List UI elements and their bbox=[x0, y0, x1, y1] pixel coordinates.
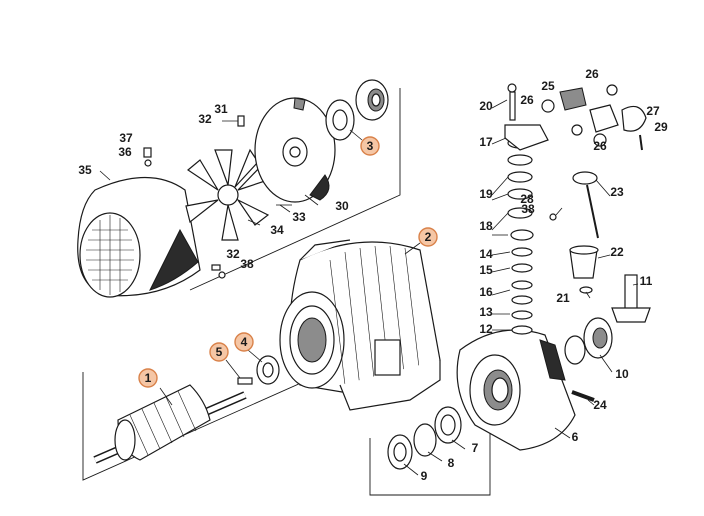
callout-label-27: 27 bbox=[646, 104, 660, 118]
callout-label-36: 36 bbox=[118, 145, 132, 159]
callout-label-22: 22 bbox=[610, 245, 624, 259]
callout-label-38: 38 bbox=[240, 257, 254, 271]
seal-10 bbox=[564, 317, 613, 365]
callout-label-30: 30 bbox=[335, 199, 349, 213]
callout-label-33: 33 bbox=[292, 210, 306, 224]
rotor bbox=[93, 384, 247, 464]
callout-label-28: 28 bbox=[520, 192, 534, 206]
callout-label-21: 21 bbox=[556, 291, 570, 305]
callout-label-11: 11 bbox=[640, 274, 653, 288]
callout-label-20: 20 bbox=[479, 99, 493, 113]
callout-label-5: 5 bbox=[216, 345, 223, 359]
stator-housing bbox=[279, 239, 441, 411]
callout-label-7: 7 bbox=[472, 441, 479, 455]
bearing-set-7-8-9 bbox=[387, 406, 462, 470]
callout-label-4: 4 bbox=[241, 335, 248, 349]
fan-impeller bbox=[185, 148, 270, 241]
callout-label-17: 17 bbox=[479, 135, 493, 149]
callout-label-34: 34 bbox=[270, 223, 284, 237]
callout-label-2: 2 bbox=[425, 230, 432, 244]
fan-cover bbox=[77, 176, 201, 298]
leader-lines bbox=[99, 99, 639, 476]
callout-label-32: 32 bbox=[226, 247, 240, 261]
callout-label-32: 32 bbox=[198, 112, 212, 126]
callout-highlight-1 bbox=[138, 368, 158, 388]
callout-label-8: 8 bbox=[448, 456, 455, 470]
callout-label-29: 29 bbox=[654, 120, 668, 134]
callout-label-12: 12 bbox=[479, 322, 493, 336]
screw-24 bbox=[571, 390, 595, 402]
callout-label-24: 24 bbox=[593, 398, 607, 412]
callout-label-14: 14 bbox=[479, 247, 493, 261]
callout-label-37: 37 bbox=[119, 131, 133, 145]
callout-labels: 1234567891011121314151617181920212223242… bbox=[78, 67, 668, 483]
callout-label-9: 9 bbox=[421, 469, 428, 483]
cup-22 bbox=[569, 245, 599, 294]
callout-label-26: 26 bbox=[520, 93, 534, 107]
callout-label-16: 16 bbox=[479, 285, 493, 299]
end-shield bbox=[254, 97, 336, 203]
callout-label-23: 23 bbox=[610, 185, 624, 199]
fitting-25-30 bbox=[541, 84, 647, 151]
pump-housing bbox=[456, 329, 576, 451]
callout-highlight-4 bbox=[234, 332, 254, 352]
callout-label-31: 31 bbox=[214, 102, 228, 116]
callout-highlight-5 bbox=[209, 342, 229, 362]
callout-label-15: 15 bbox=[479, 263, 493, 277]
callout-label-18: 18 bbox=[479, 219, 493, 233]
callout-label-19: 19 bbox=[479, 187, 493, 201]
dipstick-23 bbox=[572, 171, 599, 239]
callout-label-25: 25 bbox=[541, 79, 555, 93]
callout-label-26: 26 bbox=[585, 67, 599, 81]
callout-label-1: 1 bbox=[145, 371, 152, 385]
callout-label-6: 6 bbox=[572, 430, 579, 444]
callout-label-3: 3 bbox=[367, 139, 374, 153]
callout-label-10: 10 bbox=[615, 367, 629, 381]
callout-highlight-2 bbox=[418, 227, 438, 247]
bearing-4-5 bbox=[237, 355, 280, 385]
callout-label-35: 35 bbox=[78, 163, 92, 177]
callout-label-38: 38 bbox=[521, 202, 535, 216]
callout-label-26: 26 bbox=[593, 139, 607, 153]
callout-label-13: 13 bbox=[479, 305, 493, 319]
small-screws bbox=[143, 115, 292, 279]
callout-highlight-3 bbox=[360, 136, 380, 156]
bearing-seal-3 bbox=[325, 79, 389, 141]
